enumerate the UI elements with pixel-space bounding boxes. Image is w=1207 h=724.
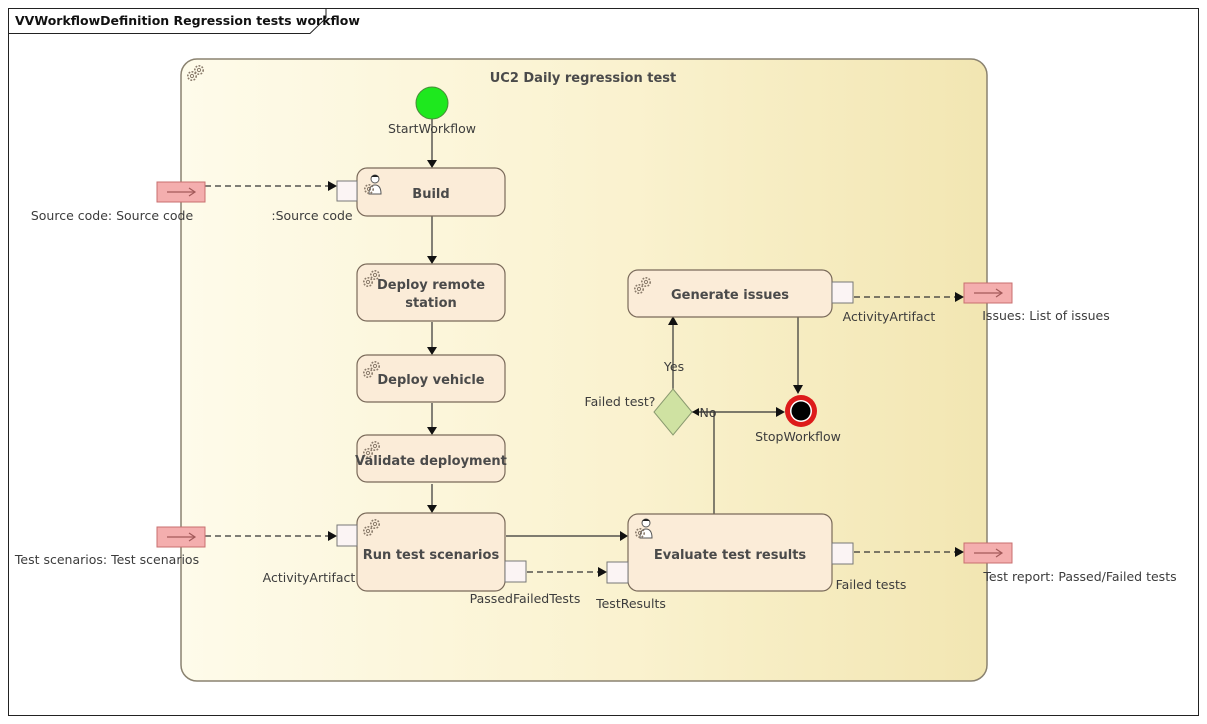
frame-title: VVWorkflowDefinition Regression tests wo… (15, 13, 360, 28)
pin-activity-artifact-out[interactable] (831, 281, 854, 304)
edges (431, 119, 799, 537)
pin-test-results[interactable] (606, 561, 629, 584)
guard-yes: Yes (663, 359, 684, 374)
parameter-issues-label: Issues: List of issues (982, 308, 1110, 323)
pin-run-artifact-label: ActivityArtifact (263, 570, 356, 585)
action-evaluate-label: Evaluate test results (654, 548, 807, 563)
decision-label: Failed test? (585, 394, 656, 409)
human-actor-gear-icon (634, 518, 653, 539)
pin-source-code[interactable] (336, 180, 358, 202)
guard-no: No (700, 405, 717, 420)
partition-title: UC2 Daily regression test (490, 71, 677, 86)
arrow-right-icon (167, 532, 197, 542)
dashed-edges (205, 185, 957, 573)
action-build[interactable]: Build (356, 167, 506, 217)
action-deploy-remote-station[interactable]: Deploy remote station (356, 263, 506, 322)
pin-failed-tests[interactable] (831, 542, 854, 565)
action-generate-issues[interactable]: Generate issues (627, 269, 833, 318)
action-validate-deployment[interactable]: Validate deployment (355, 434, 507, 483)
pins (336, 180, 854, 584)
pin-generate-artifact-label: ActivityArtifact (843, 309, 936, 324)
stop-node[interactable] (785, 395, 817, 427)
stop-node-label: StopWorkflow (755, 429, 841, 444)
decision-node[interactable] (653, 388, 693, 436)
action-deploy-vehicle-label: Deploy vehicle (377, 373, 484, 388)
action-deploy-remote-line2: station (405, 296, 457, 311)
parameter-source-code[interactable] (156, 181, 206, 203)
parameter-source-code-label: Source code: Source code (31, 208, 194, 223)
pin-test-results-label: TestResults (595, 596, 666, 611)
action-run-tests-label: Run test scenarios (363, 548, 500, 563)
action-deploy-remote-line1: Deploy remote (377, 278, 485, 293)
human-actor-gear-icon (363, 174, 382, 195)
action-validate-label: Validate deployment (355, 454, 507, 469)
start-node-label: StartWorkflow (388, 121, 476, 136)
arrow-right-icon (167, 187, 197, 197)
pin-activity-artifact-in[interactable] (336, 524, 358, 547)
arrow-right-icon (974, 548, 1004, 558)
pin-passed-failed-label: PassedFailedTests (470, 591, 581, 606)
arrow-right-icon (974, 288, 1004, 298)
pin-passed-failed-tests[interactable] (504, 560, 527, 583)
pin-failed-tests-label: Failed tests (836, 577, 907, 592)
parameter-test-scenarios-label: Test scenarios: Test scenarios (14, 552, 199, 567)
action-build-label: Build (412, 187, 449, 202)
action-run-test-scenarios[interactable]: Run test scenarios (356, 512, 506, 592)
frame-title-tab (8, 8, 327, 34)
parameter-test-report-label: Test report: Passed/Failed tests (982, 569, 1176, 584)
action-evaluate-test-results[interactable]: Evaluate test results (627, 513, 833, 592)
parameter-issues[interactable] (963, 282, 1013, 304)
pin-source-code-label: :Source code (271, 208, 353, 223)
parameter-test-report[interactable] (963, 542, 1013, 564)
action-deploy-vehicle[interactable]: Deploy vehicle (356, 354, 506, 403)
arrowheads (328, 160, 964, 577)
start-node[interactable] (415, 86, 449, 120)
action-generate-label: Generate issues (671, 288, 789, 303)
parameter-test-scenarios[interactable] (156, 526, 206, 548)
